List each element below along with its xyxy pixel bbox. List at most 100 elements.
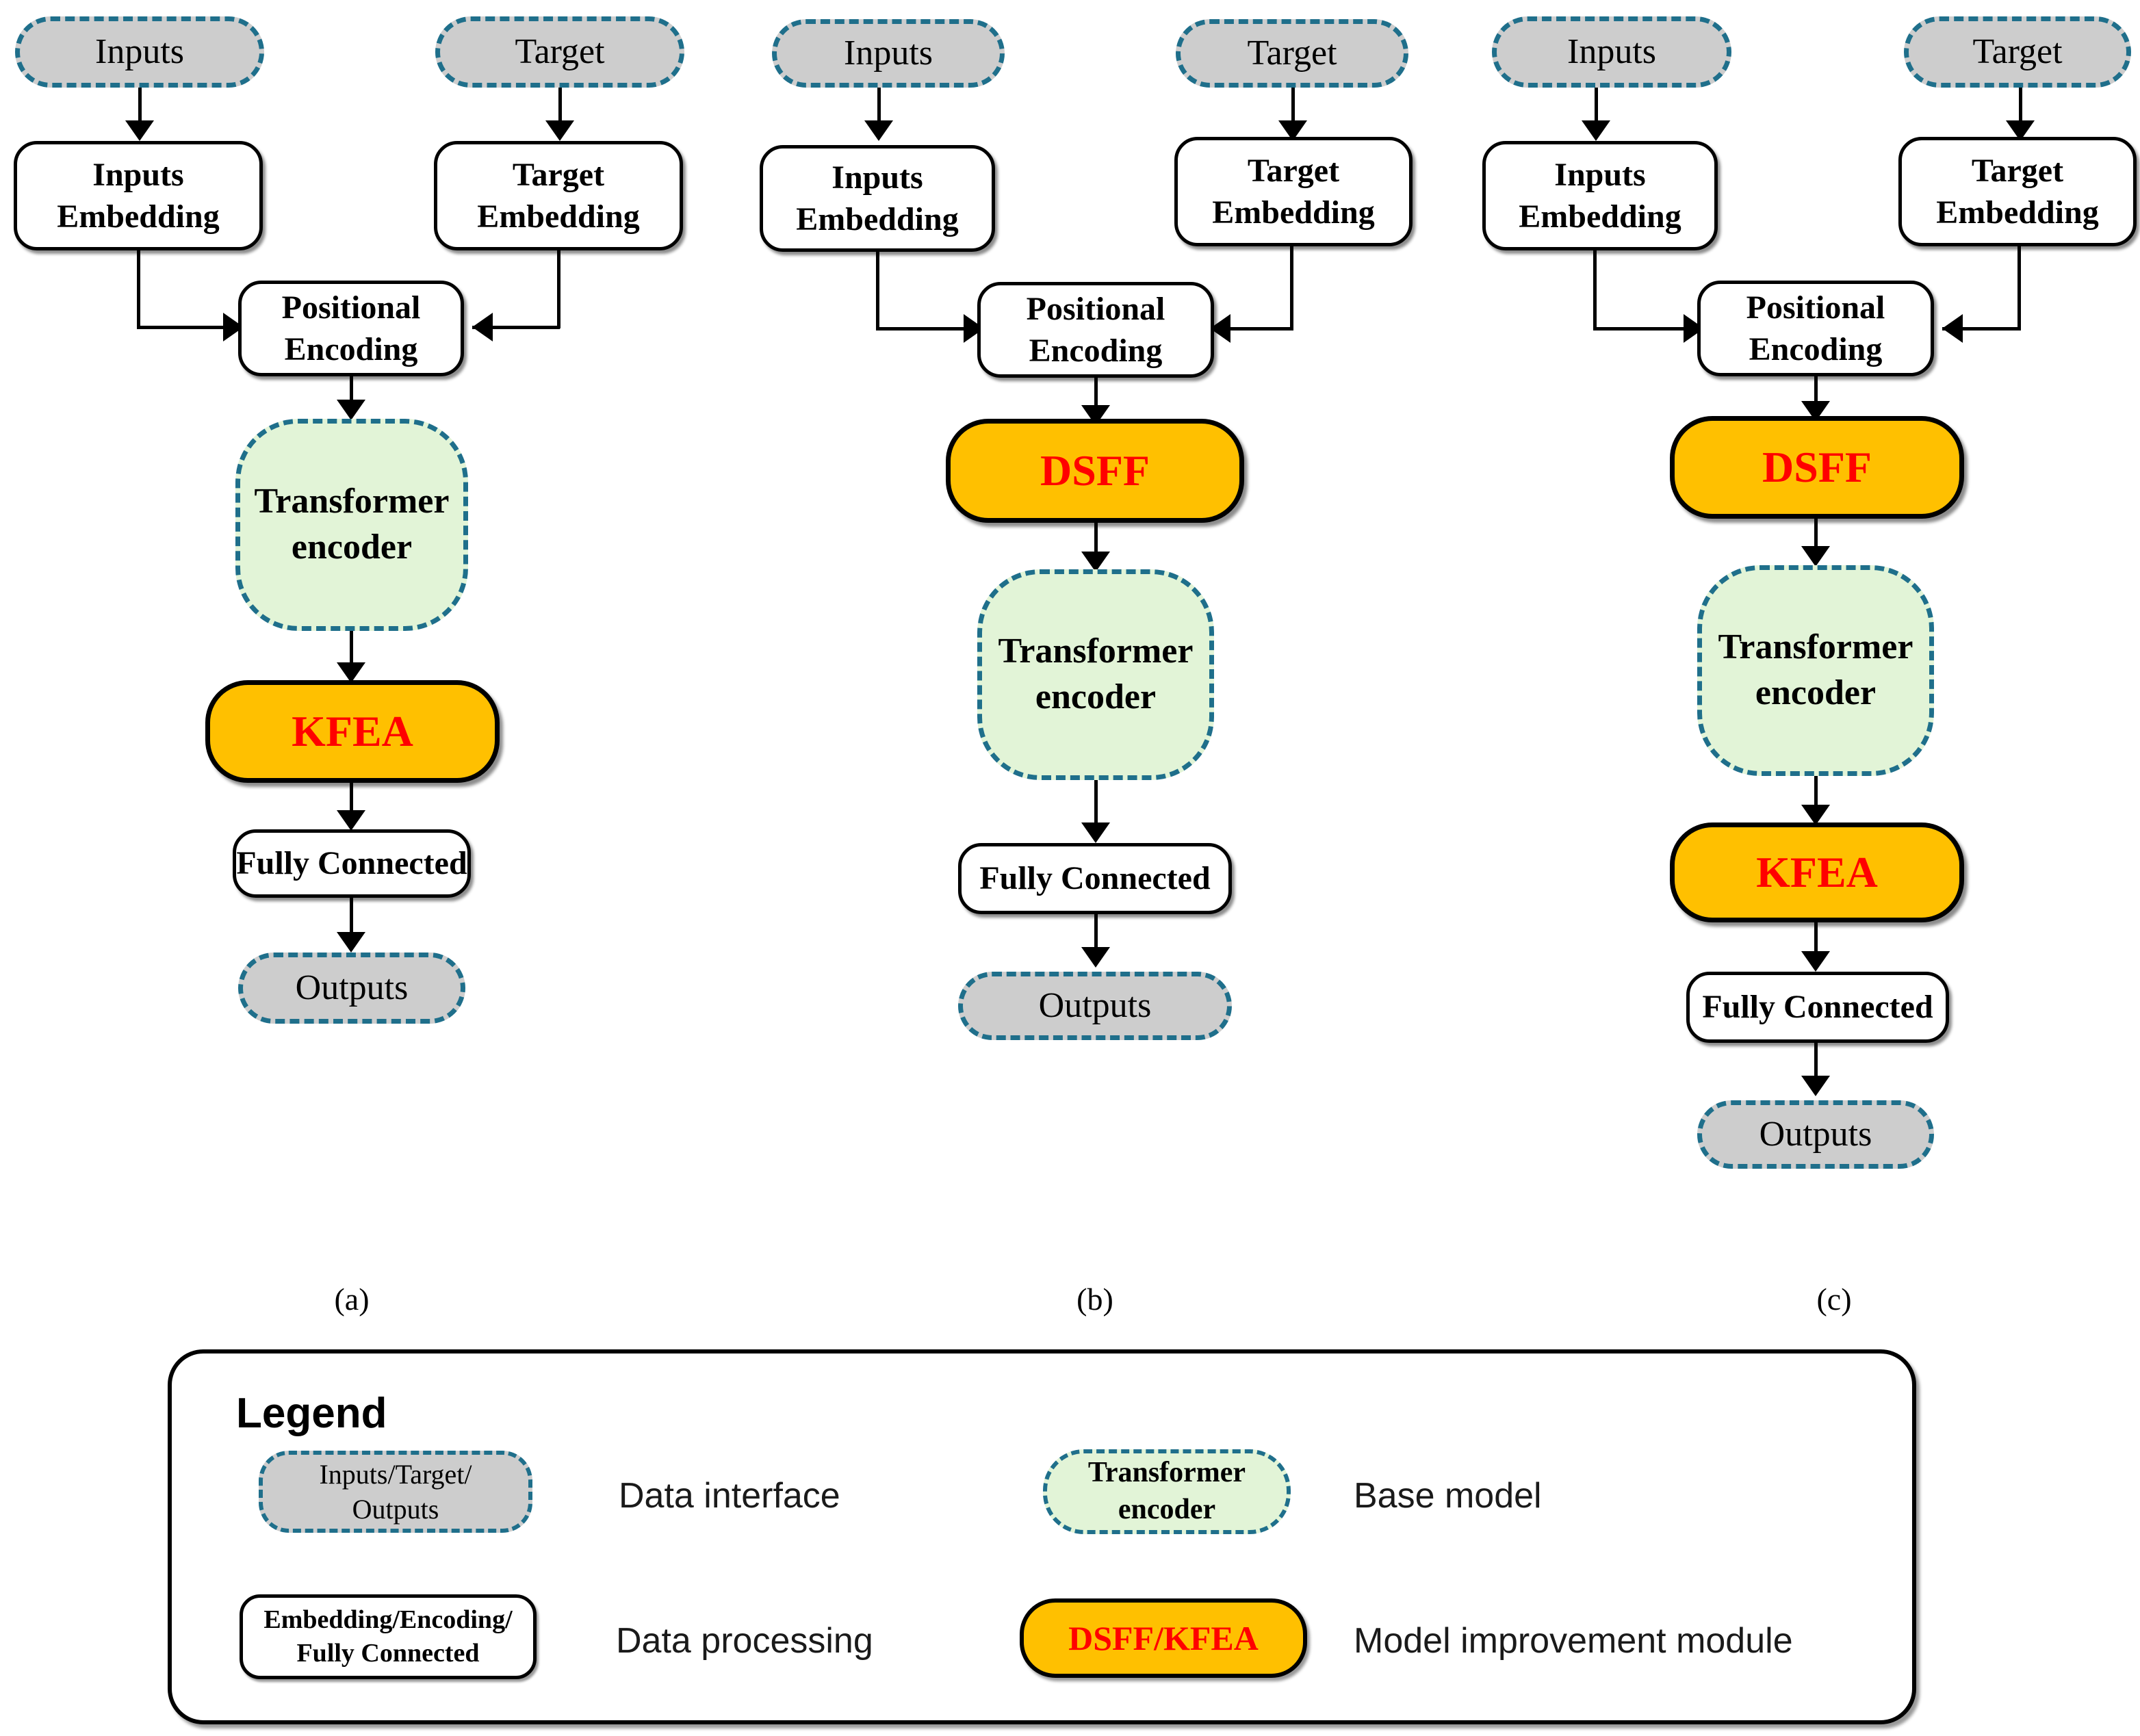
- panel-c-arrow-encoder-to-kfea-line: [1814, 776, 1818, 810]
- panel-a-arrow-target-to-embedding-line: [558, 88, 562, 123]
- panel-a-arrow-inputs-to-embedding-line: [138, 88, 142, 123]
- legend-swatch-data-interface: Inputs/Target/ Outputs: [259, 1451, 532, 1533]
- panel-a-inputs-node[interactable]: Inputs: [15, 16, 264, 88]
- panel-c-kfea-node[interactable]: KFEA: [1670, 822, 1964, 922]
- panel-c-target-embedding-node[interactable]: Target Embedding: [1898, 137, 2137, 246]
- panel-c-elbow-right-arrowhead: [1942, 314, 1963, 343]
- panel-a-fully-connected-node[interactable]: Fully Connected: [233, 829, 471, 898]
- panel-c-inputs-node[interactable]: Inputs: [1492, 16, 1731, 88]
- panel-c-arrow-fc-to-outputs-line: [1814, 1043, 1818, 1081]
- panel-b-arrow-target-to-embedding-line: [1291, 88, 1295, 123]
- panel-c-arrow-pe-to-dsff-line: [1814, 376, 1818, 406]
- legend-swatch-data-processing-label: Embedding/Encoding/ Fully Connected: [263, 1605, 513, 1668]
- legend-description-improvement-module: Model improvement module: [1354, 1621, 1793, 1661]
- panel-a-arrow-encoder-to-kfea-line: [350, 631, 353, 668]
- panel-b-outputs-label: Outputs: [1038, 985, 1152, 1025]
- legend-swatch-data-interface-label: Inputs/Target/ Outputs: [319, 1458, 472, 1525]
- legend-swatch-improvement-module: DSFF/KFEA: [1020, 1598, 1307, 1678]
- panel-a-target-embedding-node[interactable]: Target Embedding: [434, 141, 683, 250]
- panel-c-elbow-left-vertical: [1593, 250, 1597, 330]
- panel-a-target-node[interactable]: Target: [435, 16, 684, 88]
- panel-b-fully-connected-node[interactable]: Fully Connected: [958, 843, 1232, 914]
- panel-a-kfea-node[interactable]: KFEA: [205, 680, 500, 783]
- panel-a-kfea-label: KFEA: [292, 707, 413, 756]
- panel-a-arrow-fc-to-outputs-head: [337, 932, 365, 953]
- legend-swatch-data-processing: Embedding/Encoding/ Fully Connected: [240, 1594, 537, 1679]
- panel-b-fully-connected-label: Fully Connected: [979, 860, 1211, 897]
- panel-a-caption: (a): [334, 1282, 370, 1317]
- panel-c-target-embedding-label: Target Embedding: [1936, 152, 2099, 231]
- legend-swatch-base-model: Transformer encoder: [1043, 1449, 1291, 1534]
- panel-a-arrow-fc-to-outputs-line: [350, 898, 353, 937]
- panel-b-target-label: Target: [1247, 33, 1337, 73]
- panel-c-dsff-node[interactable]: DSFF: [1670, 416, 1964, 519]
- panel-a-transformer-encoder-label: Transformer encoder: [254, 482, 450, 567]
- panel-b-dsff-label: DSFF: [1040, 446, 1150, 495]
- panel-b-arrow-fc-to-outputs-line: [1094, 914, 1098, 953]
- panel-b-elbow-right-vertical: [1290, 246, 1293, 330]
- panel-c-positional-encoding-node[interactable]: Positional Encoding: [1697, 281, 1934, 376]
- panel-b-target-embedding-label: Target Embedding: [1212, 152, 1375, 231]
- panel-b-inputs-embedding-label: Inputs Embedding: [796, 159, 959, 237]
- panel-c-target-node[interactable]: Target: [1904, 16, 2131, 88]
- panel-b-arrow-dsff-to-encoder-line: [1094, 523, 1098, 557]
- panel-b-arrow-pe-to-dsff-line: [1094, 378, 1098, 411]
- panel-b-target-embedding-node[interactable]: Target Embedding: [1174, 137, 1413, 246]
- panel-a-arrow-kfea-to-fc-line: [350, 783, 353, 816]
- panel-b-inputs-node[interactable]: Inputs: [772, 19, 1005, 88]
- panel-a-inputs-embedding-node[interactable]: Inputs Embedding: [14, 141, 263, 250]
- panel-c-elbow-left-horizontal: [1593, 327, 1689, 331]
- panel-c-dsff-label: DSFF: [1762, 443, 1872, 492]
- panel-c-arrow-dsff-to-encoder-head: [1801, 546, 1830, 567]
- panel-a-outputs-node[interactable]: Outputs: [238, 953, 465, 1024]
- panel-b-positional-encoding-node[interactable]: Positional Encoding: [977, 282, 1214, 378]
- panel-c-arrow-inputs-to-embedding-head: [1582, 120, 1610, 141]
- panel-c-outputs-node[interactable]: Outputs: [1697, 1100, 1934, 1169]
- panel-a-elbow-right-vertical: [557, 250, 560, 328]
- panel-c-arrow-kfea-to-fc-head: [1801, 951, 1830, 972]
- panel-c-arrow-target-to-embedding-line: [2019, 88, 2022, 123]
- panel-c-fully-connected-node[interactable]: Fully Connected: [1686, 972, 1949, 1043]
- legend-title: Legend: [236, 1390, 387, 1437]
- panel-c-kfea-label: KFEA: [1756, 848, 1878, 897]
- panel-b-arrow-inputs-to-embedding-line: [877, 88, 881, 123]
- panel-c-positional-encoding-label: Positional Encoding: [1746, 289, 1885, 367]
- panel-a-target-label: Target: [515, 31, 605, 71]
- panel-a-transformer-encoder-node[interactable]: Transformer encoder: [235, 419, 468, 631]
- panel-b-arrow-inputs-to-embedding-head: [864, 120, 893, 141]
- panel-a-elbow-right-horizontal: [472, 326, 560, 329]
- panel-b-inputs-embedding-node[interactable]: Inputs Embedding: [760, 145, 995, 252]
- panel-a-fully-connected-label: Fully Connected: [236, 845, 467, 882]
- panel-c-transformer-encoder-label: Transformer encoder: [1718, 627, 1913, 712]
- panel-a-elbow-left-vertical: [137, 250, 140, 328]
- panel-c-caption: (c): [1816, 1282, 1852, 1317]
- panel-a-elbow-right-arrowhead: [472, 313, 493, 341]
- panel-b-target-node[interactable]: Target: [1176, 19, 1408, 88]
- panel-a-inputs-embedding-label: Inputs Embedding: [57, 156, 220, 235]
- panel-b-positional-encoding-label: Positional Encoding: [1026, 290, 1165, 369]
- panel-a-outputs-label: Outputs: [295, 968, 409, 1007]
- legend-description-base-model: Base model: [1354, 1476, 1542, 1516]
- panel-c-inputs-embedding-label: Inputs Embedding: [1519, 156, 1681, 235]
- panel-b-elbow-left-vertical: [876, 252, 879, 330]
- panel-c-outputs-label: Outputs: [1759, 1114, 1872, 1154]
- panel-b-dsff-node[interactable]: DSFF: [946, 419, 1244, 523]
- panel-b-arrow-fc-to-outputs-head: [1081, 947, 1110, 968]
- panel-a-arrow-pe-to-encoder-head: [337, 400, 365, 420]
- panel-b-outputs-node[interactable]: Outputs: [958, 972, 1232, 1040]
- panel-a-positional-encoding-node[interactable]: Positional Encoding: [238, 281, 464, 376]
- panel-a-positional-encoding-label: Positional Encoding: [281, 289, 421, 367]
- panel-b-arrow-encoder-to-fc-head: [1081, 822, 1110, 843]
- panel-b-arrow-encoder-to-fc-line: [1094, 780, 1098, 828]
- panel-c-fully-connected-label: Fully Connected: [1702, 989, 1933, 1026]
- panel-b-transformer-encoder-node[interactable]: Transformer encoder: [977, 569, 1214, 780]
- panel-c-arrow-fc-to-outputs-head: [1801, 1076, 1830, 1096]
- panel-c-transformer-encoder-node[interactable]: Transformer encoder: [1697, 565, 1934, 776]
- panel-a-elbow-left-horizontal: [137, 326, 229, 329]
- panel-c-inputs-embedding-node[interactable]: Inputs Embedding: [1482, 141, 1718, 250]
- panel-c-arrow-dsff-to-encoder-line: [1814, 519, 1818, 552]
- panel-c-arrow-kfea-to-fc-line: [1814, 922, 1818, 957]
- panel-c-target-label: Target: [1972, 31, 2063, 71]
- panel-b-inputs-label: Inputs: [844, 33, 933, 73]
